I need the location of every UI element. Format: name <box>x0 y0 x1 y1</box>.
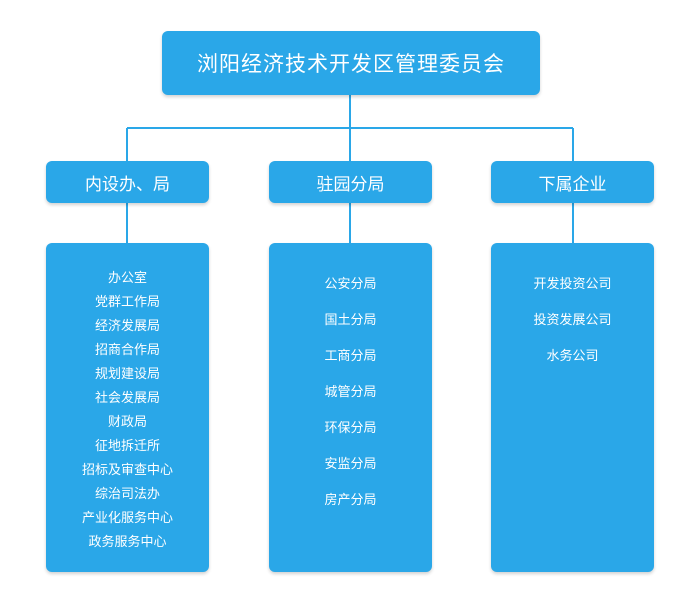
list-item: 国土分局 <box>324 313 377 328</box>
list-item: 综治司法办 <box>94 487 160 502</box>
list-item: 公安分局 <box>324 277 377 292</box>
list-item: 招商合作局 <box>94 343 160 358</box>
list-item: 规划建设局 <box>94 367 160 382</box>
root-title: 浏阳经济技术开发区管理委员会 <box>197 52 505 76</box>
category-node-enterprises: 下属企业 <box>491 161 654 203</box>
list-item: 工商分局 <box>324 349 377 364</box>
list-item: 社会发展局 <box>94 391 160 406</box>
list-item: 产业化服务中心 <box>81 511 173 526</box>
list-item: 办公室 <box>107 271 147 286</box>
list-item: 政务服务中心 <box>88 535 167 550</box>
list-item: 征地拆迁所 <box>94 439 160 454</box>
list-branches: 公安分局 国土分局 工商分局 城管分局 环保分局 安监分局 房产分局 <box>269 243 432 572</box>
list-item: 经济发展局 <box>94 319 160 334</box>
list-enterprises: 开发投资公司 投资发展公司 水务公司 <box>491 243 654 572</box>
list-item: 投资发展公司 <box>533 313 612 328</box>
list-item: 党群工作局 <box>94 295 160 310</box>
list-item: 开发投资公司 <box>533 277 612 292</box>
category-node-internal: 内设办、局 <box>46 161 209 203</box>
category-title: 驻园分局 <box>316 174 385 195</box>
list-item: 房产分局 <box>324 493 377 508</box>
list-item: 安监分局 <box>324 457 377 472</box>
category-node-branches: 驻园分局 <box>269 161 432 203</box>
list-item: 城管分局 <box>324 385 377 400</box>
category-title: 内设办、局 <box>85 174 170 195</box>
list-internal: 办公室 党群工作局 经济发展局 招商合作局 规划建设局 社会发展局 财政局 征地… <box>46 243 209 572</box>
list-item: 环保分局 <box>324 421 377 436</box>
list-item: 水务公司 <box>546 349 599 364</box>
root-node: 浏阳经济技术开发区管理委员会 <box>162 31 540 95</box>
list-item: 财政局 <box>107 415 147 430</box>
category-title: 下属企业 <box>538 174 607 195</box>
list-item: 招标及审查中心 <box>81 463 173 478</box>
